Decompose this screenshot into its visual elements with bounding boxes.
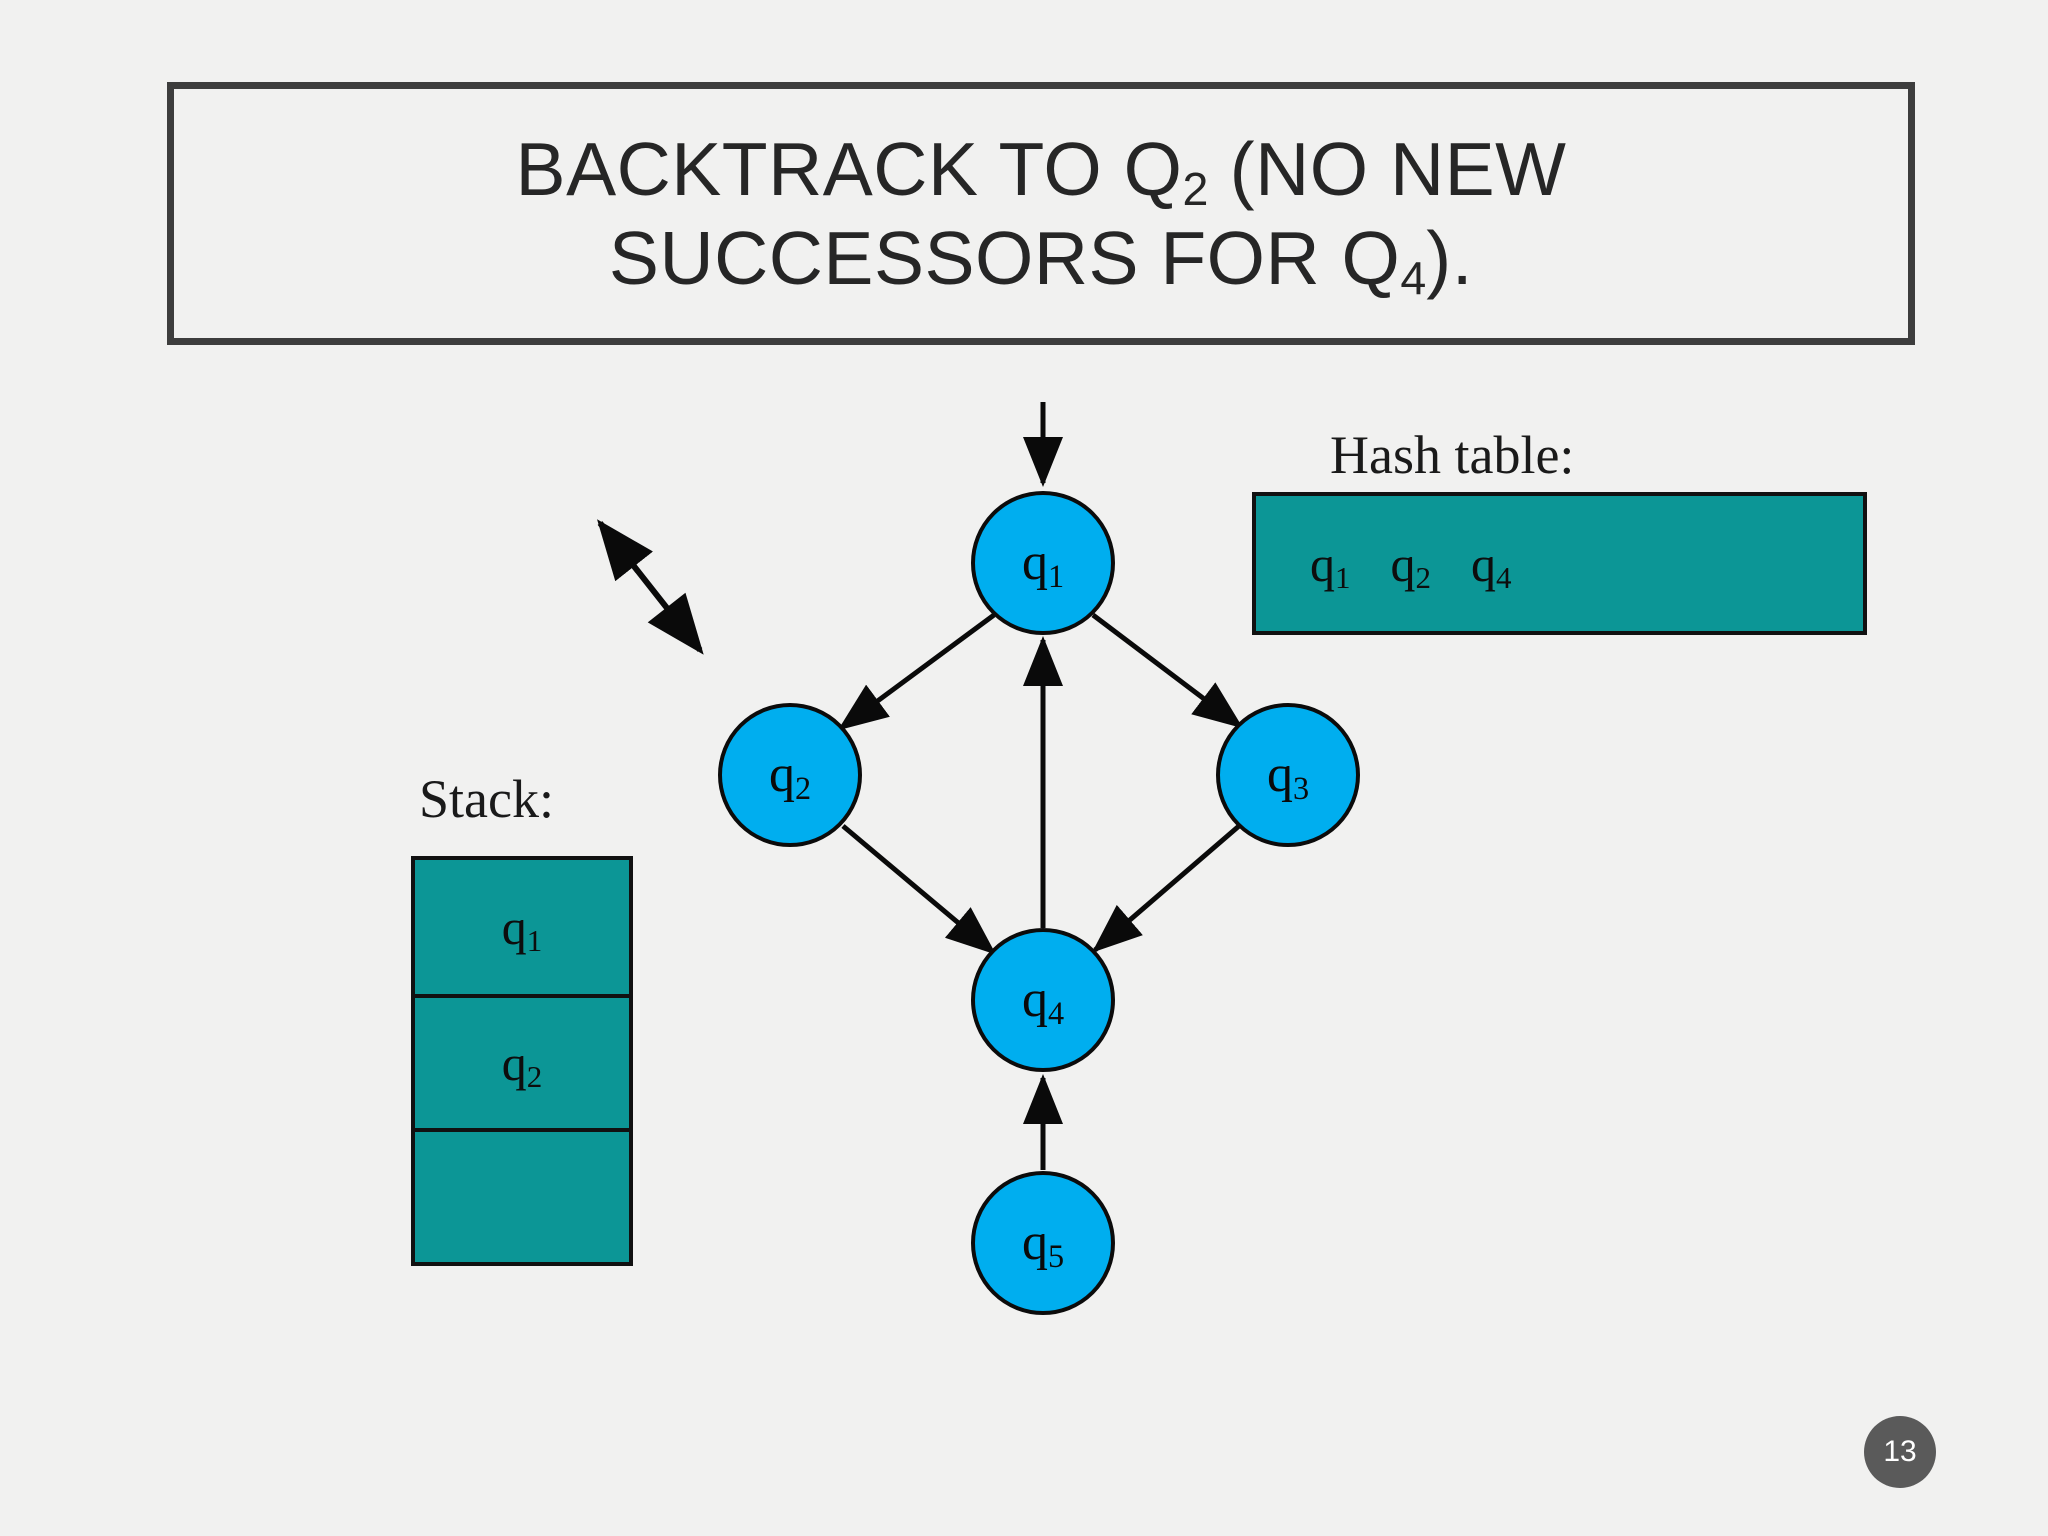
title-line2-subscript: 4 [1400,251,1427,304]
hash-table-box: q1 q2 q4 [1252,492,1867,635]
graph-node-q5-label: q5 [1021,1214,1065,1274]
graph-node-q2[interactable]: q2 [718,703,862,847]
graph-node-q3-label: q3 [1266,746,1310,806]
title-line1-part2: (NO NEW [1208,127,1567,211]
stack-cell-0: q1 [501,898,543,959]
backtrack-double-arrow [597,519,704,655]
page-number-badge: 13 [1864,1416,1936,1488]
graph-node-q1[interactable]: q1 [971,491,1115,635]
hash-entry-1: q2 [1390,535,1432,595]
edge-q3-to-q4 [1091,824,1241,953]
graph-node-q3[interactable]: q3 [1216,703,1360,847]
edge-q1-to-q2 [837,612,996,731]
graph-node-q4-label: q4 [1021,971,1065,1031]
title-line1-part1: BACKTRACK TO Q [515,127,1183,211]
title-line2-part2: ). [1426,215,1474,300]
stack-cell-2 [415,1127,629,1262]
stack-box: q1 q2 [411,856,633,1266]
graph-node-q2-label: q2 [768,746,812,806]
edge-q2-to-q4 [841,824,997,955]
graph-node-q1-label: q1 [1021,534,1065,594]
graph-node-q5[interactable]: q5 [971,1171,1115,1315]
stack-cell-1: q2 [415,993,629,1128]
hash-table-label: Hash table: [1330,425,1575,485]
page-title: BACKTRACK TO Q2 (NO NEW SUCCESSORS FOR Q… [174,89,1908,338]
title-line1-subscript: 2 [1182,163,1209,216]
hash-entry-2: q4 [1471,535,1512,595]
stack-label: Stack: [419,769,554,829]
title-line2-part1: SUCCESSORS FOR Q [608,215,1401,300]
hash-entry-0: q1 [1310,535,1351,595]
graph-node-q4[interactable]: q4 [971,928,1115,1072]
title-box: BACKTRACK TO Q2 (NO NEW SUCCESSORS FOR Q… [167,82,1915,345]
edge-q1-to-q3 [1091,613,1244,729]
